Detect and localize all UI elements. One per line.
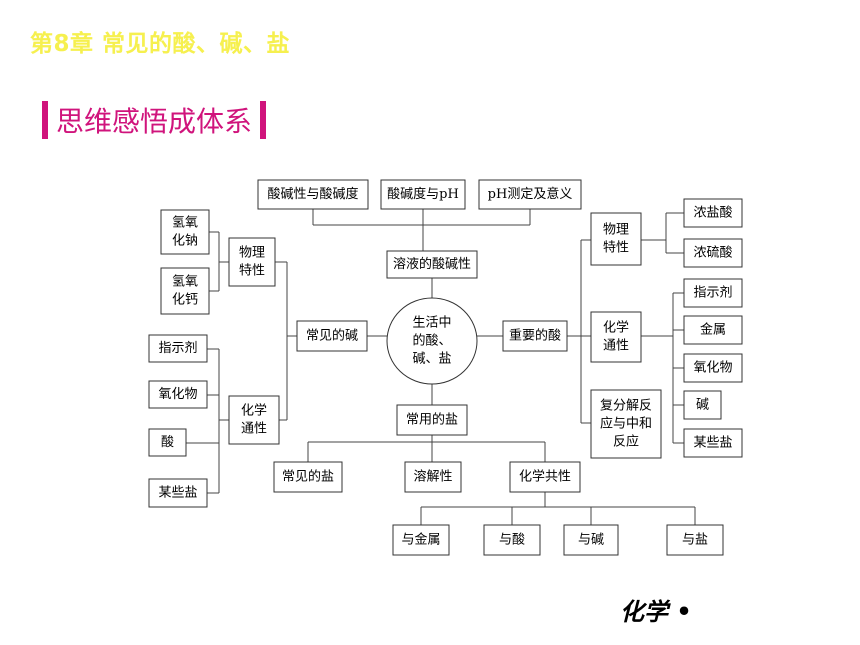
node-conc-h2so4: 浓硫酸 [693,246,732,261]
node-acidity-vs-ph: 酸碱度与pH [387,186,459,202]
node-salt-metal: 与金属 [401,532,440,548]
node-acid-oxide: 氧化物 [693,361,732,376]
node-base-oxide: 氧化物 [158,387,197,402]
node-acid-indicator: 指示剂 [693,286,732,301]
section-bar-left [42,101,48,139]
node-base-physical: 物理特性 [239,246,265,279]
node-acid-base: 碱 [696,398,709,413]
node-acid-metal: 金属 [700,322,726,338]
node-caoh2: 氢氧化钙 [172,275,198,308]
node-base-chemical: 化学通性 [241,403,267,437]
section-title-text: 思维感悟成体系 [56,105,253,138]
node-salt-acid: 与酸 [499,533,525,548]
node-salt-chemical: 化学共性 [519,469,571,485]
node-base-salt: 某些盐 [158,486,197,501]
node-ph-measurement: pH测定及意义 [488,186,573,202]
section-bar-right [260,101,267,139]
node-common-bases: 常见的碱 [306,328,358,344]
chapter-title: 第8章 常见的酸、碱、盐 [30,31,291,57]
node-double-decomposition: 复分解反应与中和反应 [600,399,652,450]
node-solubility: 溶解性 [413,470,452,485]
node-acid-physical: 物理特性 [603,223,629,256]
section-title: 思维感悟成体系 [42,98,267,142]
node-naoh: 氢氧化钠 [172,216,198,249]
node-base-acid: 酸 [161,435,174,450]
node-salt-salt: 与盐 [682,533,708,548]
node-acid-salt: 某些盐 [693,436,732,451]
connector-lines [186,209,696,525]
box-shapes [148,179,743,556]
node-conc-hcl: 浓盐酸 [693,206,732,221]
node-common-salt: 常见的盐 [282,469,334,485]
node-salt-base: 与碱 [578,533,604,548]
node-center: 生活中的酸、碱、盐 [412,316,451,367]
footer-subject: 化学 • [620,597,692,626]
node-acid-base-vs-acidity: 酸碱性与酸碱度 [267,186,358,202]
node-solution-acidity: 溶液的酸碱性 [393,256,471,272]
node-base-indicator: 指示剂 [158,341,197,356]
node-important-acids: 重要的酸 [509,328,561,344]
node-common-salts: 常用的盐 [406,412,458,428]
node-acid-chemical: 化学通性 [603,320,629,354]
